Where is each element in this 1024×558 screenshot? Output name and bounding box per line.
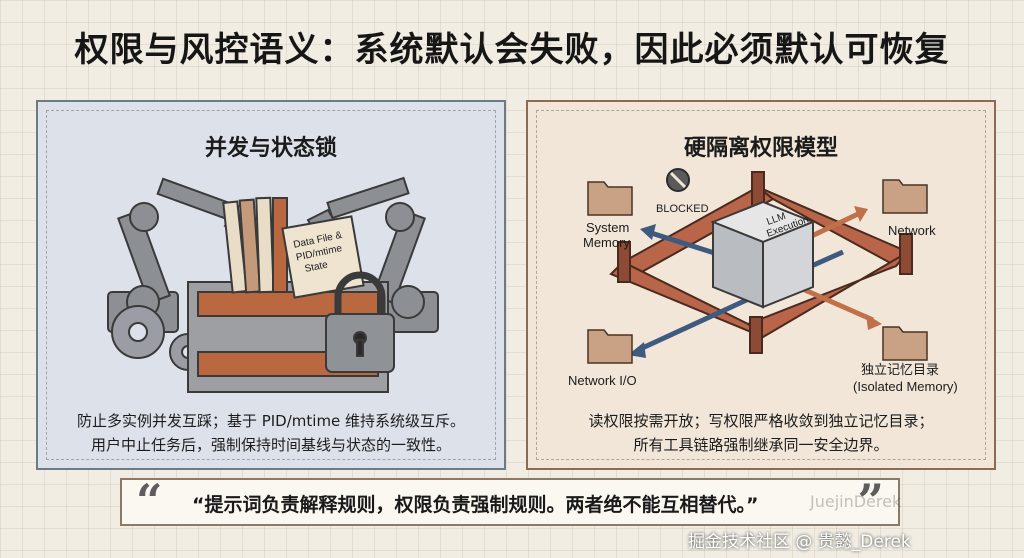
isolation-panel-title: 硬隔离权限模型 [683,136,838,161]
quote-text: “提示词负责解释规则，权限负责强制规则。两者绝不能互相替代。” [192,494,759,516]
network-io-label: Network I/O [568,373,637,388]
open-quote-icon: “ [136,474,163,528]
folder-icon [587,179,928,364]
watermark: 掘金技术社区 @ 贵懿_Derek [688,532,911,552]
isolated-memory-cn-label: 独立记忆目录 [861,362,939,377]
file-box-icon [187,196,389,393]
isolated-memory-en-label: (Isolated Memory) [853,379,958,394]
blocked-label: BLOCKED [656,203,709,215]
concurrency-panel-title: 并发与状态锁 [204,136,337,161]
panel-dashed-frame [46,110,496,460]
concurrency-panel: 并发与状态锁 [36,100,506,470]
svg-text:State: State [304,259,330,275]
close-quote-icon: ” [857,474,884,528]
concurrency-description-line1: 防止多实例并发互踩；基于 PID/mtime 维持系统级互斥。 [76,412,466,430]
concurrency-illustration: Data File & PID/mtime State [107,176,439,393]
isolation-description-line1: 读权限按需开放；写权限严格收敛到独立记忆目录； [588,412,934,430]
isolation-description-line2: 所有工具链路强制继承同一安全边界。 [633,436,889,454]
quote-box: “ “提示词负责解释规则，权限负责强制规则。两者绝不能互相替代。” ” [120,474,900,528]
blocked-icon [666,168,690,192]
watermark-ghost: JuejinDerek [810,492,902,511]
page-title: 权限与风控语义：系统默认会失败，因此必须默认可恢复 [74,30,950,70]
llm-cube-icon [710,200,816,309]
robot-arm-right-icon [306,176,439,333]
isolation-illustration: LLM Execution BLOCKED System Memory Netw… [568,168,958,394]
system-memory-label-2: Memory [583,235,630,250]
padlock-icon [325,271,395,373]
network-label: Network [888,223,936,238]
system-memory-label-1: System [586,220,629,235]
concurrency-description-line2: 用户中止任务后，强制保持时间基线与状态的一致性。 [90,436,451,454]
isolation-panel: 硬隔离权限模型 [526,100,996,470]
panel-dashed-frame [536,110,986,460]
